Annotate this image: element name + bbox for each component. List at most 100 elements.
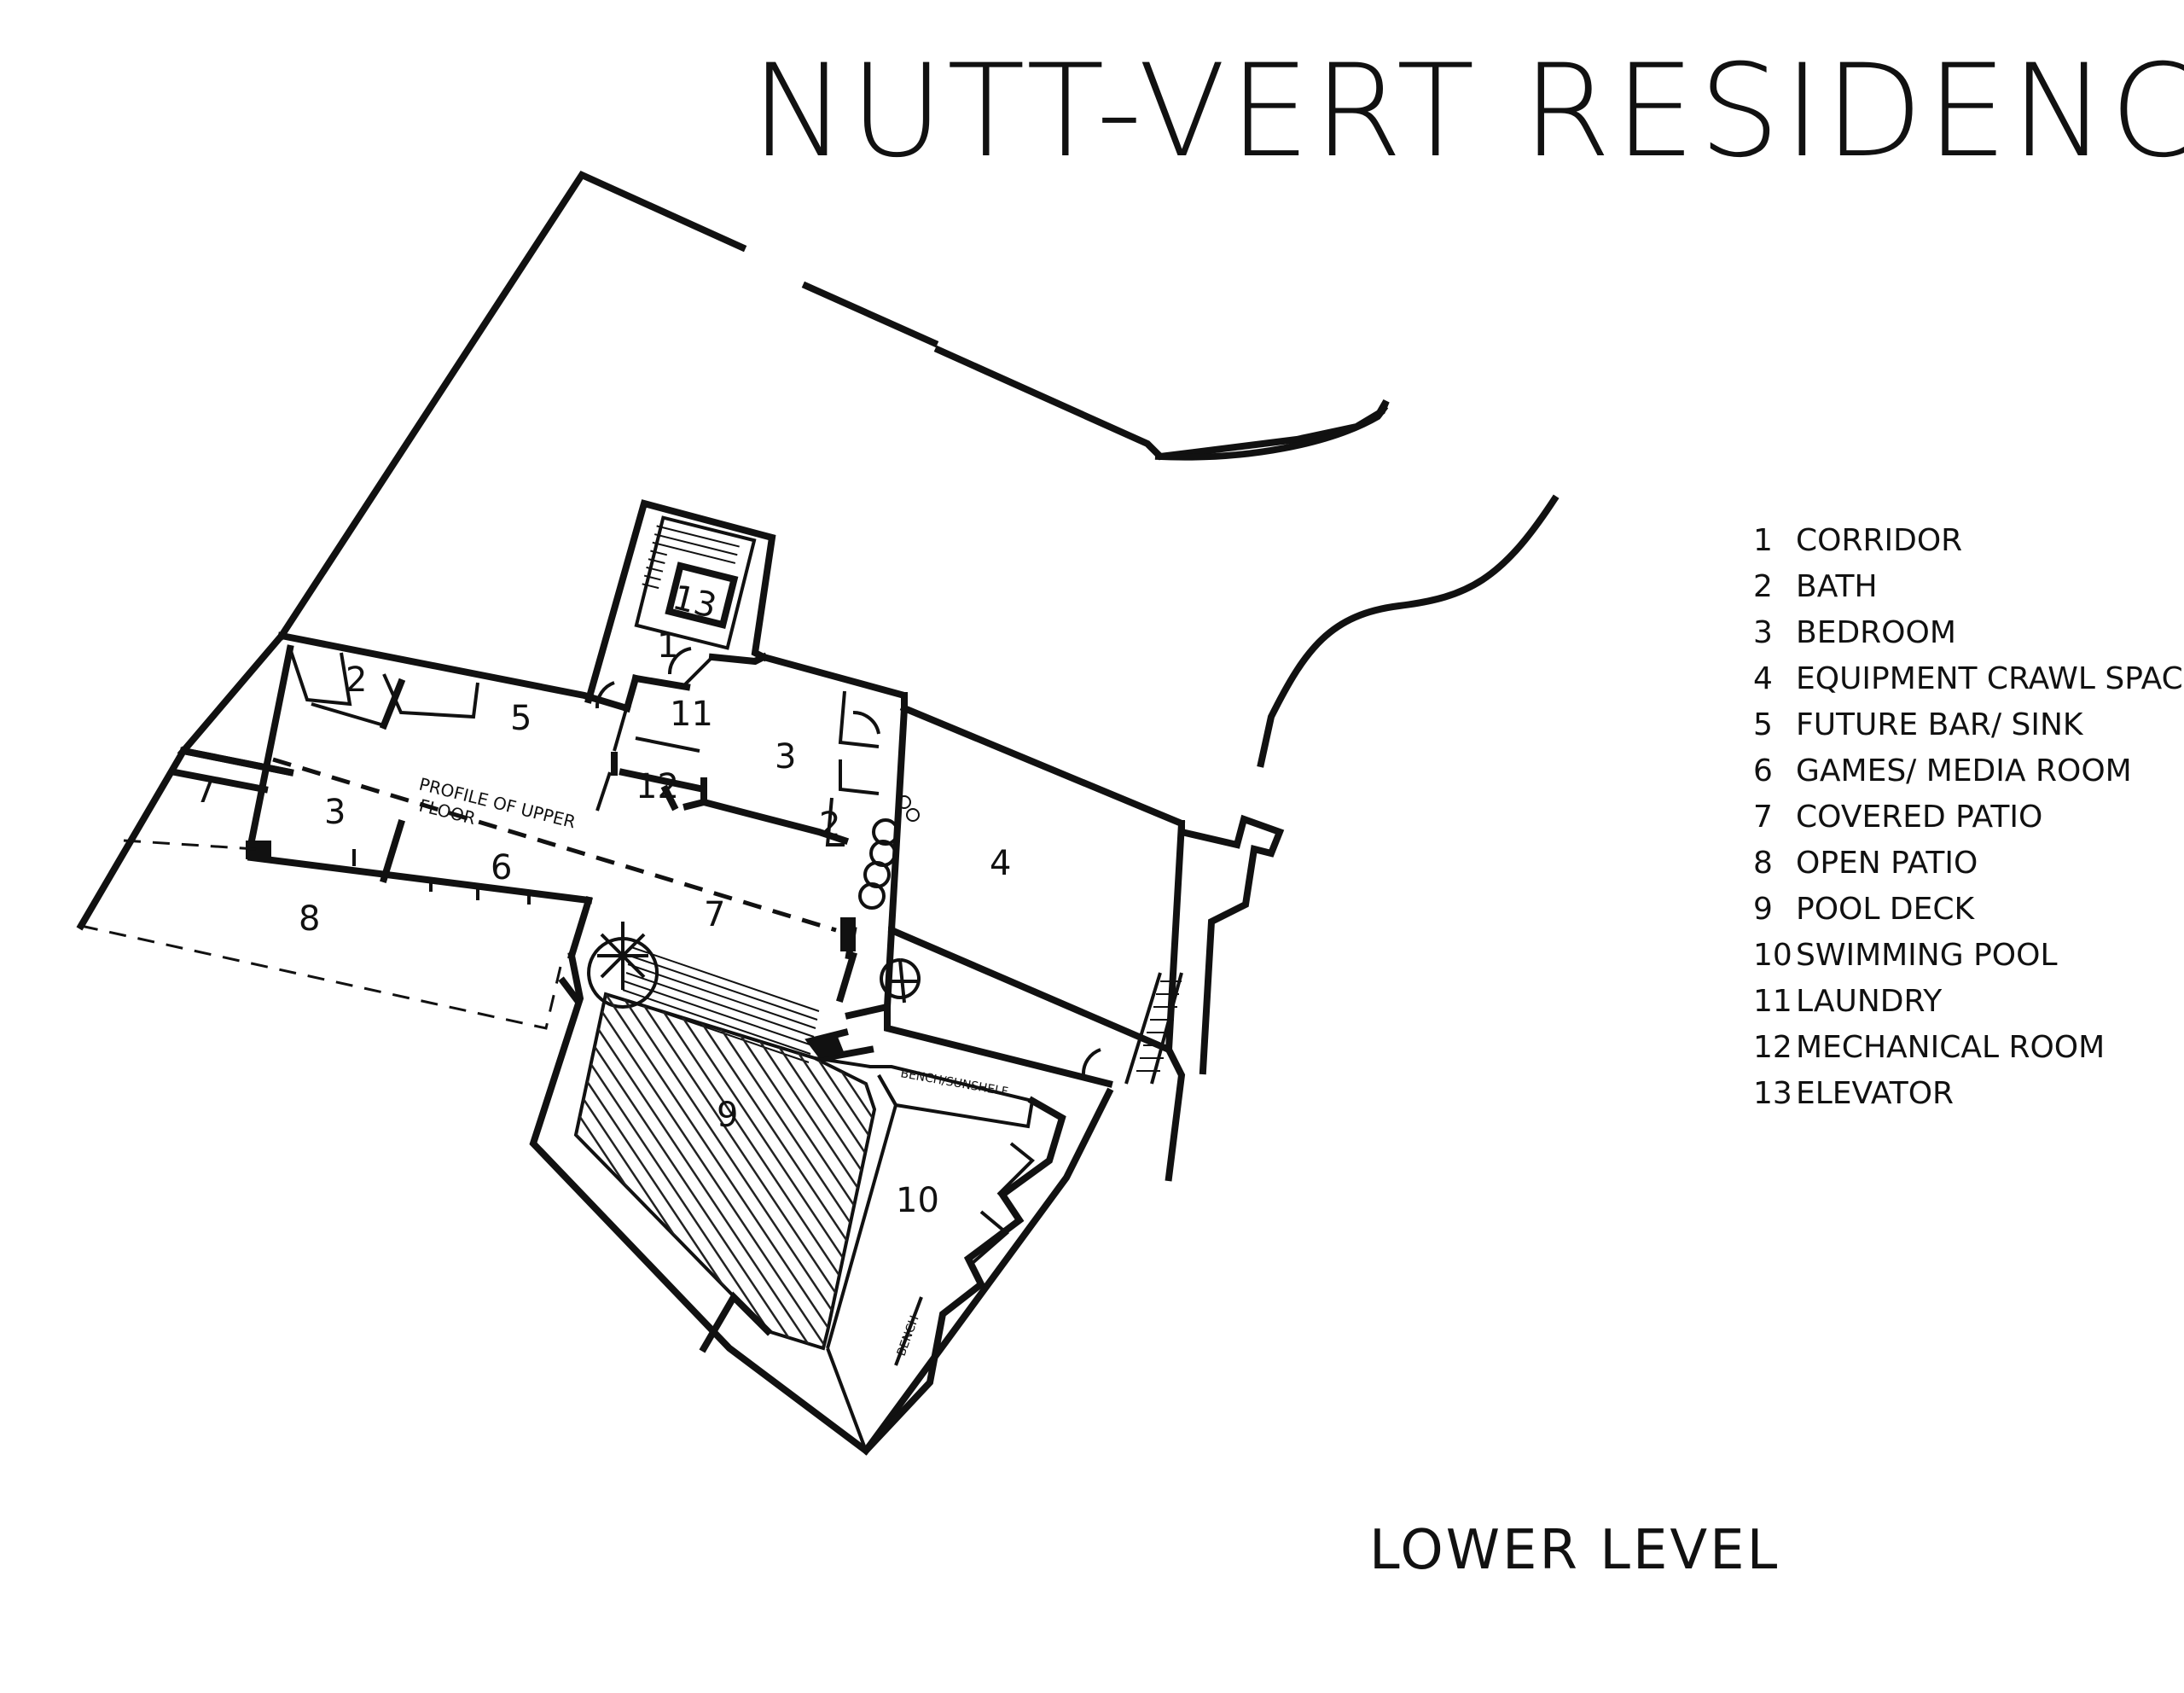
hatch-line bbox=[576, 994, 640, 1348]
legend-item-number: 9 bbox=[1753, 892, 1773, 927]
room-label-laundry: 11 bbox=[670, 695, 713, 734]
legend-item: 7 COVERED PATIO bbox=[1753, 800, 2042, 835]
open-patio-edge bbox=[123, 839, 257, 851]
hatch-line bbox=[703, 994, 874, 1348]
hatch-line bbox=[576, 994, 824, 1348]
hatch-line bbox=[305, 981, 561, 1365]
legend-item-label: ELEVATOR bbox=[1796, 1076, 1954, 1111]
legend-item: 2 BATH bbox=[1753, 569, 1878, 604]
legend-item-number: 1 bbox=[1753, 523, 1773, 558]
room-label-pool-deck: 9 bbox=[717, 1096, 738, 1135]
hatch-line bbox=[718, 994, 874, 1348]
swimming-pool bbox=[699, 1028, 1066, 1456]
legend-item-label: LAUNDRY bbox=[1796, 984, 1943, 1019]
drawing-title: NUTT-VERT RESIDENCE bbox=[751, 38, 2184, 186]
hatch-line bbox=[576, 994, 671, 1348]
note-bench: BENCH bbox=[895, 1314, 922, 1358]
hatch-line bbox=[576, 994, 686, 1348]
legend-item-label: MECHANICAL ROOM bbox=[1796, 1030, 2105, 1065]
hatch-line bbox=[576, 994, 763, 1348]
legend-item-number: 6 bbox=[1753, 753, 1773, 788]
legend-item: 6 GAMES/ MEDIA ROOM bbox=[1753, 753, 2132, 788]
room-label-elevator: 13 bbox=[669, 578, 721, 626]
room-label-bedroom-right: 3 bbox=[775, 737, 796, 777]
hatch-line bbox=[966, 981, 1222, 1365]
legend-item-number: 5 bbox=[1753, 707, 1773, 742]
legend-item-label: GAMES/ MEDIA ROOM bbox=[1796, 753, 2132, 788]
legend-item-label: SWIMMING POOL bbox=[1796, 938, 2058, 973]
hatch-line bbox=[576, 994, 717, 1348]
hatch-line bbox=[1073, 981, 1329, 1365]
hatch-line bbox=[576, 994, 578, 1348]
open-patio-boundary bbox=[80, 924, 565, 1030]
pool-steps bbox=[620, 946, 820, 1063]
column-block-east bbox=[840, 917, 856, 951]
legend-item-number: 2 bbox=[1753, 569, 1773, 604]
hatch-line bbox=[576, 994, 594, 1348]
elevator-car bbox=[665, 561, 739, 630]
room-label-bath-left: 2 bbox=[346, 660, 367, 700]
crawl-space bbox=[836, 692, 1186, 1055]
room-label-bath-right: 2 bbox=[819, 806, 840, 845]
hatch-line bbox=[290, 981, 546, 1365]
hatch-line bbox=[1058, 981, 1314, 1365]
hatch-line bbox=[259, 981, 515, 1365]
main-wing bbox=[76, 631, 631, 960]
room-label-bar: 5 bbox=[510, 699, 531, 738]
hatch-line bbox=[672, 994, 874, 1348]
room-label-pool: 10 bbox=[896, 1181, 939, 1220]
hatch-line bbox=[595, 994, 855, 1348]
level-label: LOWER LEVEL bbox=[1369, 1519, 1780, 1582]
note-bench-sunshelf: BENCH/SUNSHELF bbox=[899, 1067, 1009, 1099]
east-stair-structure bbox=[1124, 814, 1285, 1182]
legend-item-number: 13 bbox=[1753, 1076, 1792, 1111]
planters bbox=[858, 795, 920, 910]
room-label-crawl-space: 4 bbox=[990, 844, 1011, 883]
hatch-line bbox=[872, 994, 874, 1348]
hatch-line bbox=[1135, 981, 1391, 1365]
hatch-line bbox=[576, 994, 624, 1348]
legend-item: 5 FUTURE BAR/ SINK bbox=[1753, 707, 2084, 742]
legend-item-number: 4 bbox=[1753, 661, 1773, 696]
upper-floor-profile-line bbox=[272, 757, 837, 933]
hatch-line bbox=[611, 994, 870, 1348]
legend-item-label: COVERED PATIO bbox=[1796, 800, 2042, 835]
site-boundary bbox=[276, 170, 1560, 768]
hatch-line bbox=[229, 981, 485, 1365]
hatch-line bbox=[275, 981, 531, 1365]
legend-item-label: EQUIPMENT CRAWL SPACE bbox=[1796, 661, 2184, 696]
legend-item-number: 3 bbox=[1753, 615, 1773, 650]
legend-item-label: BATH bbox=[1796, 569, 1878, 604]
pool-deck-structure bbox=[529, 922, 1114, 1456]
hatch-line bbox=[857, 994, 874, 1348]
legend-item: 4 EQUIPMENT CRAWL SPACE bbox=[1753, 661, 2184, 696]
hatch-line bbox=[1150, 981, 1406, 1365]
room-label-mechanical: 12 bbox=[636, 767, 679, 806]
legend-item-number: 10 bbox=[1753, 938, 1792, 973]
elevator-tower bbox=[584, 499, 776, 704]
hatch-line bbox=[1119, 981, 1375, 1365]
legend-item-label: FUTURE BAR/ SINK bbox=[1796, 707, 2084, 742]
hatch-line bbox=[576, 994, 747, 1348]
room-label-open-patio: 8 bbox=[299, 899, 320, 939]
hatch-line bbox=[764, 994, 874, 1348]
legend-item-number: 12 bbox=[1753, 1030, 1792, 1065]
hatch-line bbox=[576, 994, 701, 1348]
east-wing bbox=[700, 653, 908, 846]
hatch-line bbox=[580, 994, 839, 1348]
legend-item-number: 7 bbox=[1753, 800, 1773, 835]
legend-item-label: POOL DECK bbox=[1796, 892, 1975, 927]
room-label-covered-patio: 7 bbox=[704, 895, 725, 934]
legend-item-label: OPEN PATIO bbox=[1796, 846, 1978, 881]
room-label-games: 6 bbox=[491, 848, 512, 887]
hatch-line bbox=[688, 994, 874, 1348]
